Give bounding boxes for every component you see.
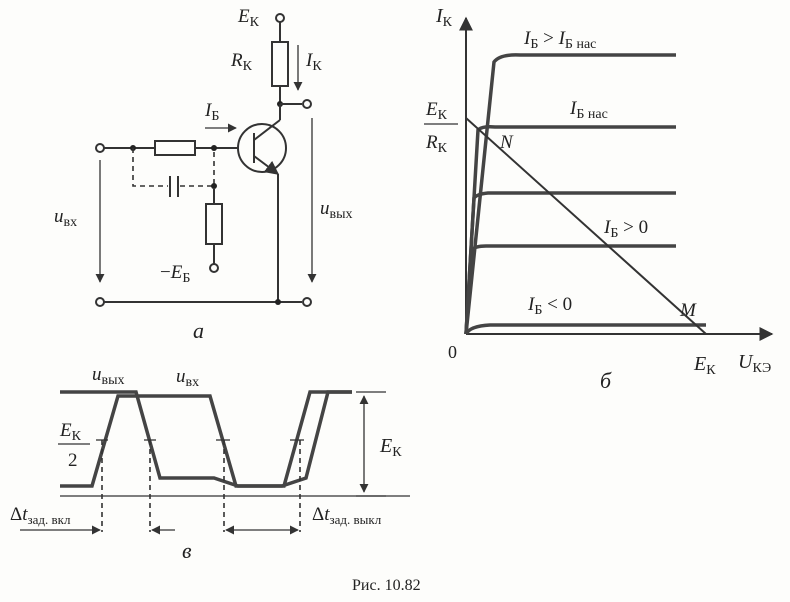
supply-label: EК [237,6,260,30]
delay-off-label: Δtзад. выкл [312,504,382,527]
panel-c-waveforms: uвых uвх EК 2 EК Δtзад. вкл Δtзад. выкл … [10,364,410,563]
half-level-label: EК 2 [58,420,90,471]
supply-terminal [275,13,285,23]
output-voltage-label: uвых [320,198,353,222]
curve-pos [464,244,676,335]
amplitude-label: EК [379,435,402,460]
delay-on-label: Δtзад. вкл [10,504,71,527]
panel-b-caption: б [600,368,612,393]
svg-text:EК: EК [425,99,448,123]
figure-caption: Рис. 10.82 [352,577,421,594]
collector-current-label: IК [305,50,322,74]
output-terminal-top [302,99,312,109]
load-line [465,117,707,335]
panel-c-caption: в [182,538,192,563]
input-terminal-bottom [95,297,105,307]
curve-neg-label: IБ < 0 [527,294,572,318]
curve-pos-label: IБ > 0 [603,217,648,241]
curve-top [464,53,676,335]
curve-neg [464,323,706,335]
point-n-label: N [499,132,514,153]
input-voltage-label: uвх [54,206,77,230]
x-intercept-label: EК [693,353,716,378]
transistor-icon [237,123,287,173]
curve-top-label: IБ > IБ нас [523,28,596,52]
bias-terminal [209,263,219,273]
panel-a-circuit: EК RК IК IБ uвх uвых −EБ а [54,6,353,343]
y-axis-label: IК [435,5,453,30]
svg-text:EК: EК [59,420,82,444]
speedup-capacitor-branch [132,148,168,187]
y-intercept-label: EК RК [424,99,458,156]
bias-resistor [205,203,223,245]
panel-b-characteristics: IК UКЭ 0 EК RК EК N M IБ > IБ нас IБ нас… [424,5,774,393]
collector-resistor-label: RК [230,50,253,74]
input-terminal-top [95,143,105,153]
output-waveform [60,390,352,488]
panel-a-caption: а [193,318,204,343]
bias-label: −EБ [160,262,190,286]
u-in-label: uвх [176,366,199,390]
point-m-label: M [679,300,697,321]
collector-resistor [271,41,289,87]
base-current-label: IБ [204,100,219,124]
curve-mid [464,191,676,335]
base-resistor [154,140,196,156]
output-terminal-bottom [302,297,312,307]
svg-text:2: 2 [68,450,78,471]
u-out-label: uвых [92,364,125,388]
input-waveform [60,390,352,488]
origin-label: 0 [448,342,457,362]
svg-text:RК: RК [425,132,448,156]
curve-sat-label: IБ нас [569,98,608,122]
x-axis-label: UКЭ [738,351,771,376]
